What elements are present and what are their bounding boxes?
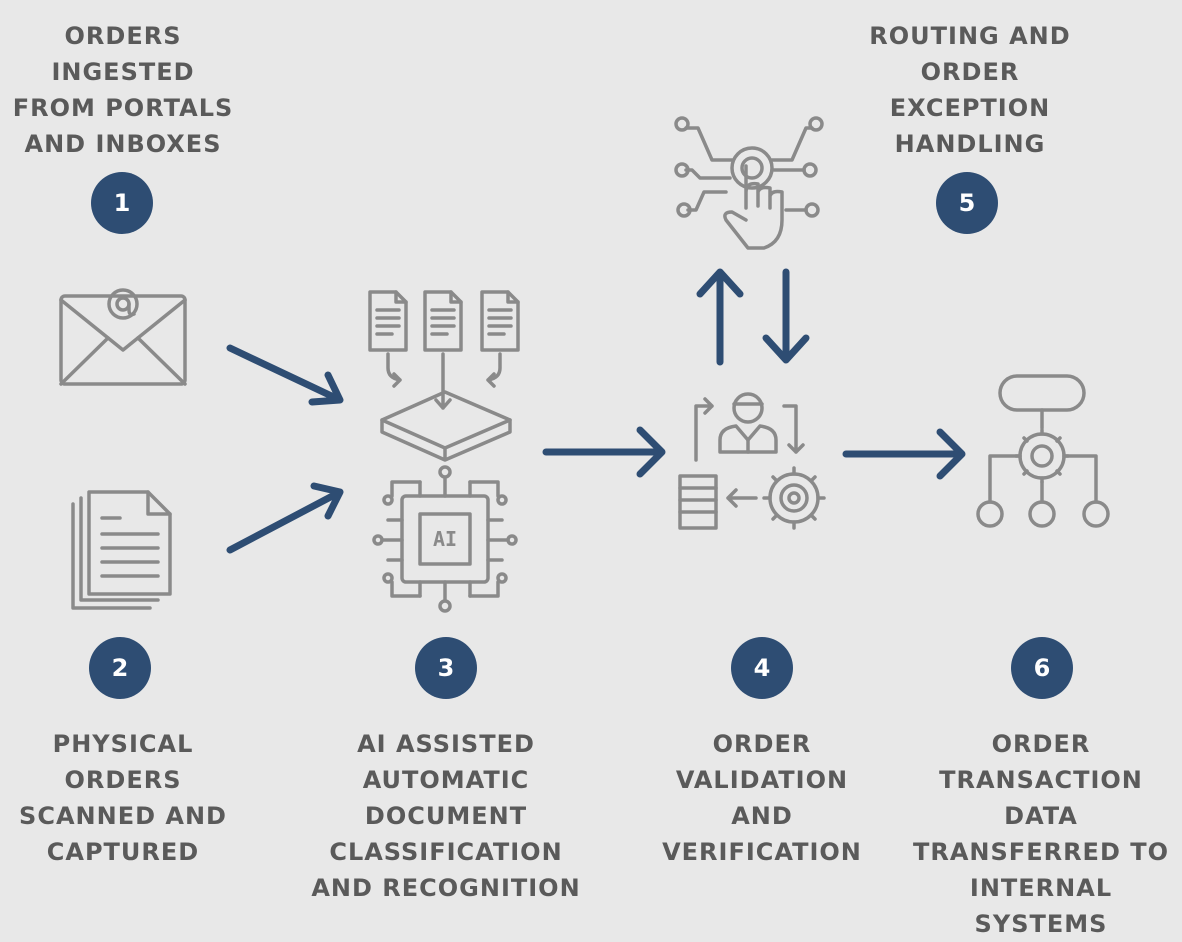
step-1-caption: ORDERS INGESTED FROM PORTALS AND INBOXES [12,22,234,158]
step-3-caption: AI ASSISTED AUTOMATIC DOCUMENT CLASSIFIC… [311,730,581,902]
step-2-caption: PHYSICAL ORDERS SCANNED AND CAPTURED [19,730,227,866]
step-5-badge: 5 [936,172,998,234]
step-5-caption: ROUTING AND ORDER EXCEPTION HANDLING [869,22,1071,158]
step-2-badge: 2 [89,637,151,699]
paper-documents-icon [71,490,172,610]
step-4-badge: 4 [731,637,793,699]
arrow-4-to-5 [696,268,744,366]
flow-arrows [226,268,966,554]
document-tray-icon [368,290,520,462]
step-6-caption: ORDER TRANSACTION DATA TRANSFERRED TO IN… [913,730,1169,938]
step-6-badge: 6 [1011,637,1073,699]
user-verification-gear-icon [678,392,826,530]
ai-chip-icon: AI [372,465,518,613]
arrow-4-to-6 [842,428,966,480]
arrow-1-to-3 [226,344,344,406]
touch-routing-icon [674,116,824,250]
email-envelope-icon [59,288,187,386]
step-4-caption: ORDER VALIDATION AND VERIFICATION [662,730,862,866]
step-3-badge: 3 [415,637,477,699]
arrow-2-to-3 [226,482,344,554]
system-flow-gear-icon [976,374,1110,528]
arrow-3-to-4 [542,426,666,478]
ai-chip-label: AI [433,527,457,551]
arrow-5-to-4 [762,268,810,364]
step-1-badge: 1 [91,172,153,234]
